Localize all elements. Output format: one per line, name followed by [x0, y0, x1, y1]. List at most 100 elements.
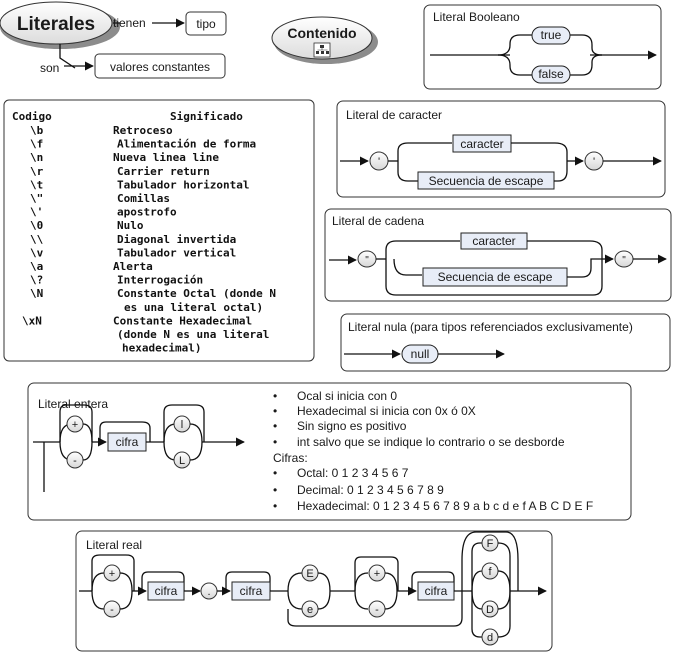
escape-meaning: Interrogación	[117, 274, 203, 287]
escape-code: \0	[30, 219, 43, 232]
edge-label-tienen: tienen	[113, 16, 146, 30]
bullet-dot: •	[273, 404, 277, 418]
page-title: Literales	[17, 14, 95, 35]
real-exp-minus-label: -	[375, 604, 379, 616]
real-minus-label: -	[110, 604, 114, 616]
escape-code: \t	[30, 178, 43, 191]
null-panel: Literal nula (para tipos referenciados e…	[340, 313, 671, 372]
escape-meaning: Alerta	[113, 260, 153, 273]
escape-meaning: Constante Octal (donde N	[117, 287, 276, 300]
int-l-upper-label: l	[181, 419, 183, 431]
boolean-title: Literal Booleano	[433, 10, 520, 24]
escape-meaning: Comillas	[117, 192, 170, 205]
char-escape-label: Secuencia de escape	[429, 174, 544, 188]
escape-code: \N	[30, 287, 43, 300]
node-tipo-label: tipo	[196, 17, 216, 31]
escape-table: Codigo Significado \b Retroceso \f Alimenta…	[3, 99, 315, 362]
escape-meaning: Nueva linea line	[113, 151, 219, 164]
escape-meaning: Diagonal invertida	[117, 233, 236, 246]
real-title: Literal real	[86, 538, 142, 552]
bullet-dot: •	[273, 435, 277, 449]
real-e-upper-label: E	[306, 568, 313, 580]
true-label: true	[541, 28, 562, 42]
real-f-lower-label: f	[488, 566, 492, 578]
contenido-label: Contenido	[287, 25, 356, 41]
cifras-heading: Cifras:	[273, 451, 308, 465]
escape-code: \n	[30, 151, 43, 164]
escape-meaning: Tabulador horizontal	[117, 178, 249, 191]
cifras-hex: Hexadecimal: 0 1 2 3 4 5 6 7 8 9 a b c d…	[297, 499, 593, 513]
string-caracter-label: caracter	[472, 234, 515, 248]
false-token[interactable]	[531, 65, 571, 84]
escape-meaning: Tabulador vertical	[117, 246, 236, 259]
title-oval[interactable]	[0, 1, 113, 45]
bullet-dot: •	[273, 466, 277, 480]
escape-code: \r	[30, 165, 44, 178]
table-header-meaning: Significado	[170, 110, 243, 123]
real-panel: Literal real + - cifra . cifra E e	[75, 530, 553, 652]
int-note-3: int salvo que se indique lo contrario o …	[297, 435, 565, 449]
concept-header: Literales tienen tipo son valores consta…	[0, 1, 378, 79]
real-d-lower-label: d	[487, 632, 493, 644]
sitemap-icon[interactable]	[313, 42, 331, 58]
int-cifra-label: cifra	[116, 435, 139, 449]
int-l-lower-label: L	[179, 455, 185, 467]
table-header-code: Codigo	[12, 110, 52, 123]
int-plus-label: +	[72, 419, 78, 431]
int-note-0: Ocal si inicia con 0	[297, 389, 397, 403]
string-open-quote-label: "	[365, 255, 369, 266]
escape-code: \v	[30, 246, 44, 259]
table-rows: \b Retroceso \f Alimentación de forma \n Nuev…	[22, 124, 276, 355]
char-close-quote-label: '	[593, 156, 595, 168]
escape-code: \f	[30, 138, 43, 151]
escape-meaning: es una literal octal)	[124, 301, 263, 314]
real-plus-label: +	[109, 568, 115, 580]
escape-meaning: Carrier return	[117, 165, 210, 178]
int-notes: • Ocal si inicia con 0 • Hexadecimal si …	[273, 389, 593, 513]
real-dot-label: .	[207, 586, 210, 598]
int-minus-label: -	[73, 455, 77, 467]
node-valores-constantes[interactable]	[94, 53, 226, 79]
int-title: Literal entera	[38, 397, 108, 411]
boolean-panel: Literal Booleano true false	[423, 4, 662, 90]
real-d-upper-label: D	[486, 604, 494, 616]
false-label: false	[538, 67, 564, 81]
node-valores-label: valores constantes	[110, 60, 210, 74]
cifras-octal: Octal: 0 1 2 3 4 5 6 7	[297, 466, 409, 480]
real-f-upper-label: F	[487, 538, 494, 550]
node-tipo[interactable]	[185, 11, 227, 36]
int-note-2: Sin signo es positivo	[297, 419, 407, 433]
escape-meaning: Retroceso	[113, 124, 173, 137]
real-e-lower-label: e	[307, 604, 313, 616]
true-token[interactable]	[531, 26, 571, 45]
escape-code: \b	[30, 124, 44, 137]
contenido-oval[interactable]	[271, 16, 373, 60]
escape-meaning: Constante Hexadecimal	[113, 314, 252, 327]
escape-meaning: Nulo	[117, 219, 144, 232]
string-close-quote-label: "	[622, 255, 626, 266]
real-exp-plus-label: +	[374, 568, 380, 580]
string-escape-label: Secuencia de escape	[438, 270, 553, 284]
char-open-quote-label: '	[378, 156, 380, 168]
escape-meaning: Alimentación de forma	[117, 138, 256, 151]
string-panel: Literal de cadena " caracter Secuencia d…	[324, 208, 672, 302]
real-cifra-label-1: cifra	[155, 584, 178, 598]
escape-code: \xN	[22, 314, 42, 327]
bullet-dot: •	[273, 419, 277, 433]
escape-meaning: apostrofo	[117, 206, 177, 219]
cifras-decimal: Decimal: 0 1 2 3 4 5 6 7 8 9	[297, 483, 444, 497]
string-title: Literal de cadena	[332, 214, 424, 228]
int-panel: Literal entera + - cifra l L • Ocal si i…	[27, 382, 632, 521]
null-label: null	[411, 347, 430, 361]
escape-code: \\	[30, 233, 44, 246]
char-panel: Literal de caracter ' caracter Secuencia…	[336, 100, 666, 198]
escape-code: \a	[30, 260, 43, 273]
char-title: Literal de caracter	[346, 108, 442, 122]
bullet-dot: •	[273, 499, 277, 513]
bullet-dot: •	[273, 389, 277, 403]
int-note-1: Hexadecimal si inicia con 0x ó 0X	[297, 404, 476, 418]
escape-code: \'	[30, 206, 43, 219]
escape-code: \?	[30, 274, 43, 287]
char-caracter-label: caracter	[460, 137, 503, 151]
